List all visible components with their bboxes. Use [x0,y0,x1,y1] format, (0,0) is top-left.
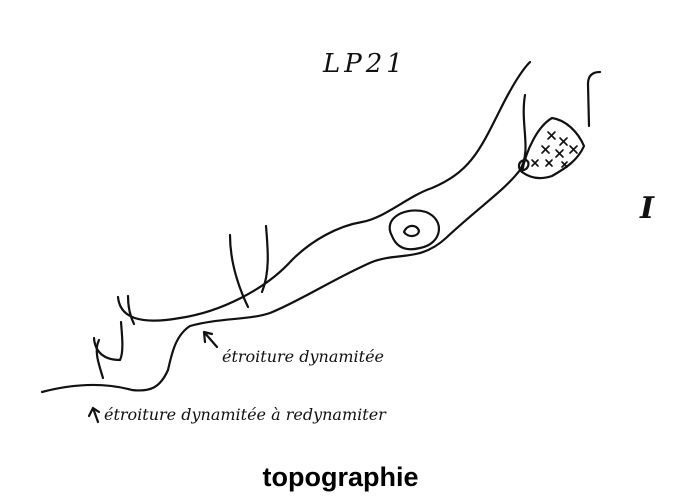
cave-label: LP21 [322,49,407,79]
arrow-lower [87,406,101,424]
chamber-pillar [402,224,421,238]
side-branch-1 [228,233,250,309]
side-branch-2 [260,224,269,294]
side-mark: I [639,191,655,226]
chamber-loop [388,209,441,251]
left-passage-2 [95,338,105,380]
boulder-zone-outline [520,116,586,180]
annotation-lower: étroiture dynamitée à redynamiter [104,405,387,424]
end-bracket [586,70,602,128]
caption: topographie [262,462,419,492]
left-passage-3 [126,294,136,326]
boulder-hook [517,158,530,174]
annotation-upper: étroiture dynamitée [222,347,384,366]
boulder-crosses [531,131,578,168]
gallery-lower-wall [40,93,527,394]
arrow-upper [202,330,219,349]
gallery-upper-wall [116,60,532,322]
